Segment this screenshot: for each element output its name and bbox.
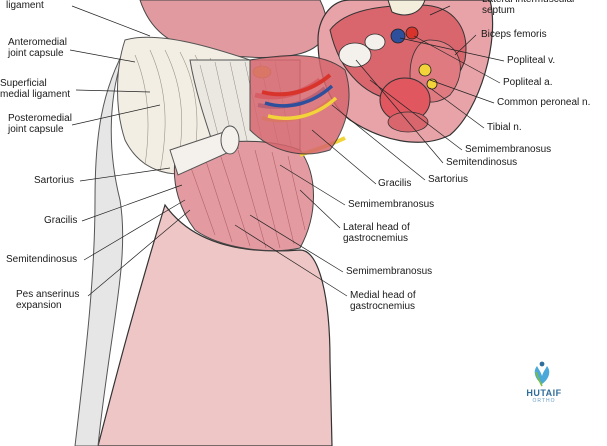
- lower-leg-skin: [97, 203, 333, 446]
- label-semimembranosus-low: Semimembranosus: [346, 266, 433, 277]
- leader-lines: [69, 5, 505, 297]
- medial-tissue: [74, 39, 131, 446]
- logo-sub: ORTHO: [532, 398, 556, 404]
- label-semitendinosus-right: Semitendinosus: [446, 157, 518, 168]
- label-popliteal-vein: Popliteal v.: [507, 55, 556, 66]
- label-gracilis-right: Gracilis: [378, 178, 412, 189]
- hutaif-logo: HUTAIF ORTHO: [522, 360, 566, 404]
- label-medial-head-gastrocnemius: Medial head of gastrocnemius: [350, 290, 416, 312]
- muscle-fibers: [189, 149, 306, 249]
- logo-mark: [534, 361, 550, 387]
- label-semimembranosus-mid: Semimembranosus: [348, 199, 435, 210]
- label-superficial-medial-ligament: Superficial medial ligament: [0, 78, 71, 100]
- label-posteromedial-joint-capsule: Posteromedial joint capsule: [8, 113, 72, 135]
- label-ligament: ligament: [6, 0, 44, 11]
- label-semitendinosus-left: Semitendinosus: [6, 254, 78, 265]
- label-gracilis-left: Gracilis: [44, 215, 78, 226]
- label-popliteal-artery: Popliteal a.: [503, 77, 553, 88]
- label-pes-anserinus-expansion: Pes anserinus expansion: [16, 289, 80, 311]
- label-common-peroneal-nerve: Common peroneal n.: [497, 97, 591, 108]
- label-semimembranosus-right: Semimembranosus: [465, 144, 552, 155]
- label-biceps-femoris: Biceps femoris: [481, 29, 547, 40]
- gastrocnemius-muscle: [173, 140, 314, 252]
- label-sartorius-left: Sartorius: [34, 175, 75, 186]
- label-lateral-head-gastrocnemius: Lateral head of gastrocnemius: [343, 222, 410, 244]
- label-anteromedial-joint-capsule: Anteromedial joint capsule: [8, 37, 67, 59]
- label-tibial-nerve: Tibial n.: [487, 122, 522, 133]
- logo-name: HUTAIF: [526, 388, 562, 398]
- label-sartorius-right: Sartorius: [428, 174, 469, 185]
- label-lateral-intermuscular-septum: Lateral intermuscular septum: [482, 0, 575, 16]
